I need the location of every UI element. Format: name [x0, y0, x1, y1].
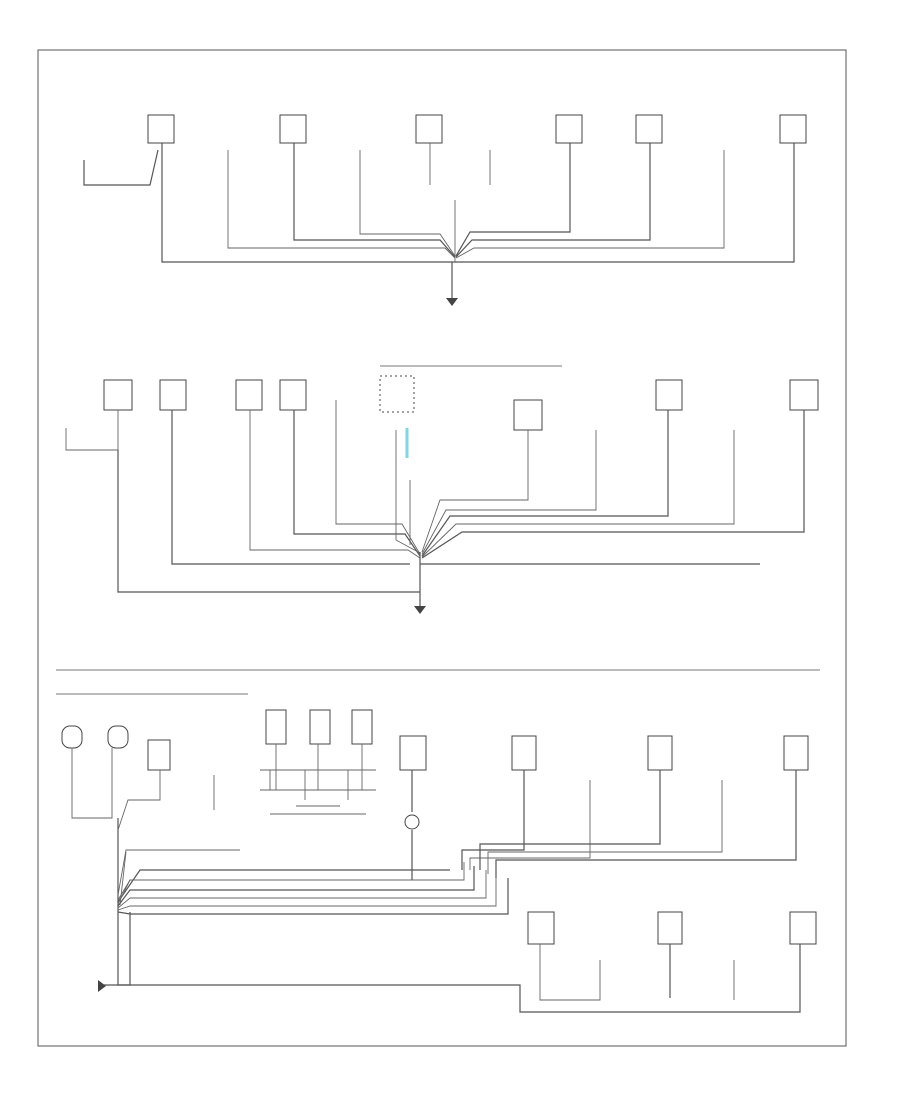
component-box	[527, 911, 555, 945]
component-box	[511, 735, 537, 771]
middle-section	[65, 365, 819, 614]
component-box	[657, 911, 683, 945]
bottom-relay-block	[260, 744, 376, 815]
lamp-component	[61, 725, 83, 749]
diagram-frame	[37, 49, 847, 1047]
component-box	[789, 379, 819, 411]
component-box	[783, 735, 809, 771]
component-box	[415, 114, 443, 144]
ground-symbol	[446, 298, 458, 306]
component-box	[279, 114, 307, 144]
top-wires	[83, 143, 795, 298]
component-box	[779, 114, 807, 144]
component-box	[147, 739, 171, 771]
component-box	[647, 735, 673, 771]
middle-wires	[65, 400, 805, 608]
splice-connector	[404, 814, 420, 830]
component-box	[789, 911, 817, 945]
component-box	[235, 379, 263, 411]
ground-symbol	[414, 606, 426, 614]
top-components	[147, 114, 807, 144]
ground-symbol	[98, 980, 106, 992]
component-box	[159, 379, 187, 411]
component-box	[309, 709, 331, 745]
component-box	[147, 114, 175, 144]
component-box	[399, 735, 427, 771]
bottom-section	[56, 669, 820, 1013]
instrument-cluster-box	[379, 375, 415, 413]
component-box	[513, 399, 543, 431]
component-box	[655, 379, 683, 411]
component-box	[555, 114, 583, 144]
component-box	[351, 709, 373, 745]
bottom-wires	[71, 748, 801, 1013]
component-box	[635, 114, 663, 144]
top-section	[83, 114, 807, 306]
middle-components	[103, 379, 819, 431]
lamp-component	[107, 725, 129, 749]
component-box	[103, 379, 133, 411]
component-box	[265, 709, 287, 745]
component-box	[279, 379, 307, 411]
bottom-components	[61, 709, 817, 945]
